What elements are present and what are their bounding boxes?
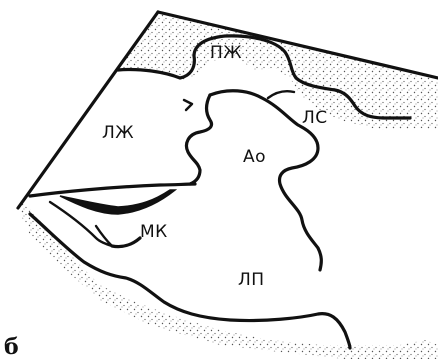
- septal-mark-a: [184, 100, 192, 110]
- upper-stipple-band: [118, 12, 438, 130]
- sector-left-edge: [18, 12, 158, 208]
- label-right-ventricle: ПЖ: [210, 43, 242, 63]
- label-left-ventricle: ЛЖ: [102, 123, 134, 143]
- label-aorta: Ао: [243, 147, 266, 167]
- mitral-valve-leaflet: [60, 190, 175, 214]
- label-mitral-valve: МК: [140, 222, 168, 242]
- panel-label: б: [4, 334, 19, 359]
- la-posterior: [112, 238, 140, 247]
- label-left-atrium: ЛП: [238, 270, 265, 290]
- aorta-left-wall: [187, 95, 212, 184]
- septal-mark-b: [268, 91, 294, 98]
- label-left-atrium-upper: ЛС: [302, 108, 328, 128]
